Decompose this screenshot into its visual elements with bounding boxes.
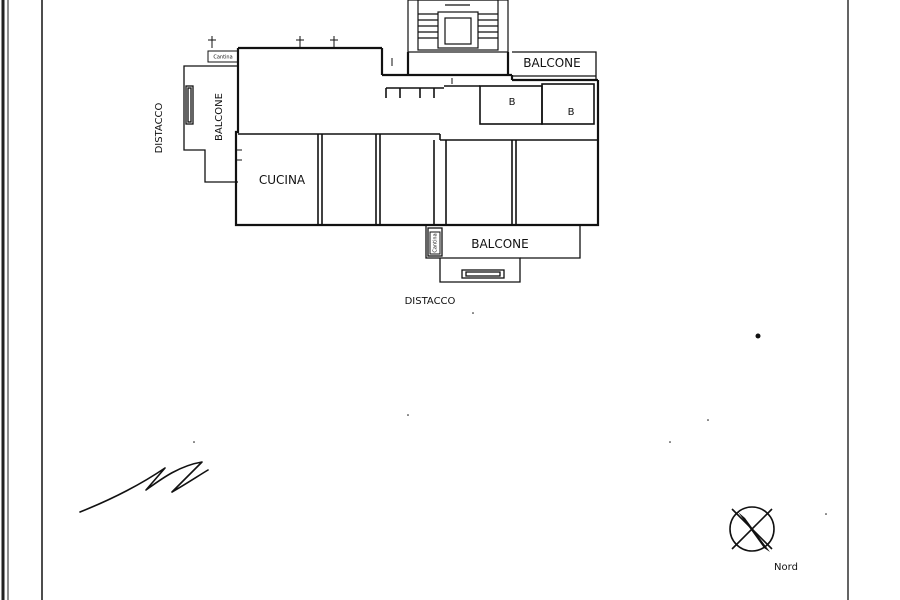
- label-distacco-bottom: DISTACCO: [405, 296, 456, 307]
- north-compass: Nord: [729, 506, 798, 573]
- staircase: [407, 0, 509, 53]
- cellar-bottom-box: [429, 231, 441, 255]
- label-cucina: CUCINA: [259, 173, 306, 187]
- page-border: [1, 0, 849, 600]
- label-bath-2: B: [568, 107, 575, 118]
- compass-needle-icon: [738, 512, 770, 552]
- compass-north-label: Nord: [774, 562, 798, 573]
- cellar-top-box: [207, 50, 239, 63]
- label-balcone-left: BALCONE: [214, 93, 225, 141]
- label-balcone-top: BALCONE: [523, 56, 581, 70]
- exterior-walls: [234, 46, 600, 227]
- wall-ticks: [208, 36, 453, 161]
- interior-walls: [238, 83, 598, 225]
- label-bath-1: B: [509, 97, 516, 108]
- compass-circle: [729, 506, 775, 552]
- label-cellar-top: Cantina: [213, 55, 232, 61]
- label-cellar-bottom: Cantina: [433, 233, 439, 252]
- label-distacco-left: DISTACCO: [154, 102, 165, 153]
- label-balcone-bottom: BALCONE: [471, 237, 529, 251]
- signature-scribble: [79, 461, 209, 513]
- balconies: [183, 51, 597, 283]
- cellar-boxes: [207, 50, 441, 255]
- scan-marks: [193, 312, 827, 515]
